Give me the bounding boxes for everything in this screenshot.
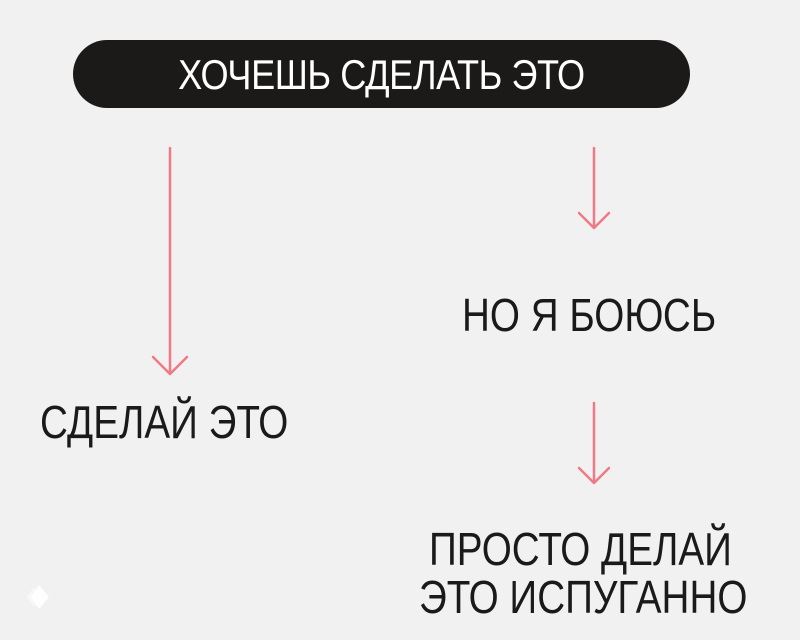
arrow-down-icon [151, 146, 189, 376]
right-result-line2: ЭТО ИСПУГАННО [419, 571, 748, 623]
question-pill: ХОЧЕШЬ СДЕЛАТЬ ЭТО [73, 40, 690, 108]
arrow-down-icon [577, 401, 611, 485]
right-result-line1: ПРОСТО ДЕЛАЙ [429, 523, 732, 575]
question-text: ХОЧЕШЬ СДЕЛАТЬ ЭТО [178, 51, 585, 98]
left-result-text: СДЕЛАЙ ЭТО [40, 396, 289, 448]
right-step-text: НО Я БОЮСЬ [462, 289, 717, 341]
arrow-down-icon [577, 146, 611, 230]
diamond-logo-icon [27, 585, 49, 609]
